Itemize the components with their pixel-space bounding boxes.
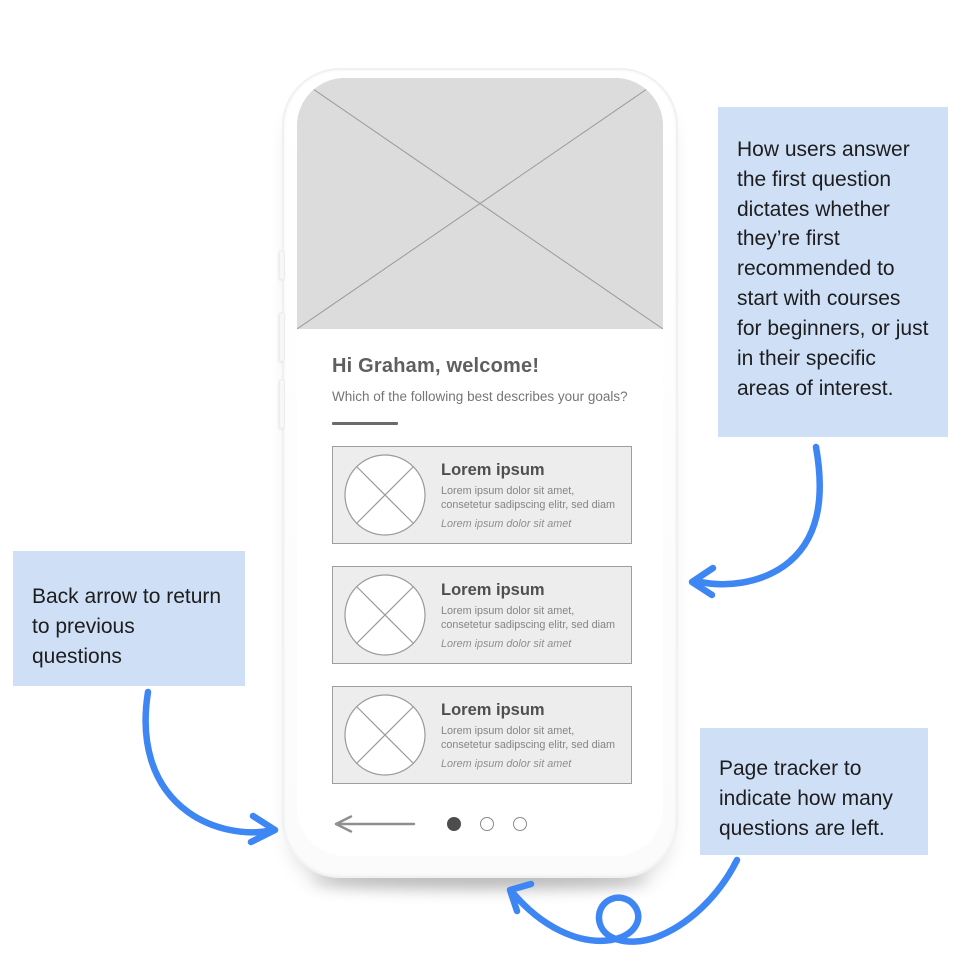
card-title: Lorem ipsum [441,580,545,599]
greeting-heading: Hi Graham, welcome! [332,355,540,377]
circle-x-placeholder-icon [344,574,426,656]
wizard-footer [332,813,628,835]
back-arrow-icon[interactable] [332,815,416,833]
phone-mockup: Hi Graham, welcome! Which of the followi… [279,68,678,878]
card-body: Lorem ipsum dolor sit amet, consetetur s… [441,604,616,632]
callout-page-tracker: Page tracker to indicate how many questi… [700,728,928,855]
phone-screen: Hi Graham, welcome! Which of the followi… [297,78,663,856]
page-dot-3[interactable] [513,817,527,832]
callout-back-arrow: Back arrow to return to previous questio… [13,551,245,686]
card-body: Lorem ipsum dolor sit amet, consetetur s… [441,724,616,752]
phone-side-button-volume-down [279,379,285,429]
answer-option-card-2[interactable]: Lorem ipsum Lorem ipsum dolor sit amet, … [332,566,632,665]
card-caption: Lorem ipsum dolor sit amet [441,517,572,530]
circle-x-placeholder-icon [344,454,426,536]
card-body: Lorem ipsum dolor sit amet, consetetur s… [441,484,616,512]
phone-side-button-top [279,250,285,280]
page-tracker-dots [447,817,527,832]
circle-x-placeholder-icon [344,694,426,776]
page-dot-2[interactable] [480,817,494,832]
curved-arrow-left-icon [142,688,279,846]
card-text-block: Lorem ipsum Lorem ipsum dolor sit amet, … [441,701,621,770]
hero-image-placeholder-icon [297,78,663,329]
question-text: Which of the following best describes yo… [332,389,628,404]
heading-underline-divider [332,422,398,426]
card-text-block: Lorem ipsum Lorem ipsum dolor sit amet, … [441,461,621,530]
card-caption: Lorem ipsum dolor sit amet [441,637,572,650]
answer-options-list: Lorem ipsum Lorem ipsum dolor sit amet, … [332,446,632,785]
answer-option-card-3[interactable]: Lorem ipsum Lorem ipsum dolor sit amet, … [332,686,632,785]
curved-arrow-right-icon [688,443,823,599]
callout-first-question: How users answer the first question dict… [718,107,948,437]
card-caption: Lorem ipsum dolor sit amet [441,757,572,770]
card-title: Lorem ipsum [441,460,545,479]
page-dot-1-active[interactable] [447,817,461,832]
card-text-block: Lorem ipsum Lorem ipsum dolor sit amet, … [441,581,621,650]
answer-option-card-1[interactable]: Lorem ipsum Lorem ipsum dolor sit amet, … [332,446,632,545]
phone-side-button-volume-up [279,312,285,362]
card-title: Lorem ipsum [441,700,545,719]
